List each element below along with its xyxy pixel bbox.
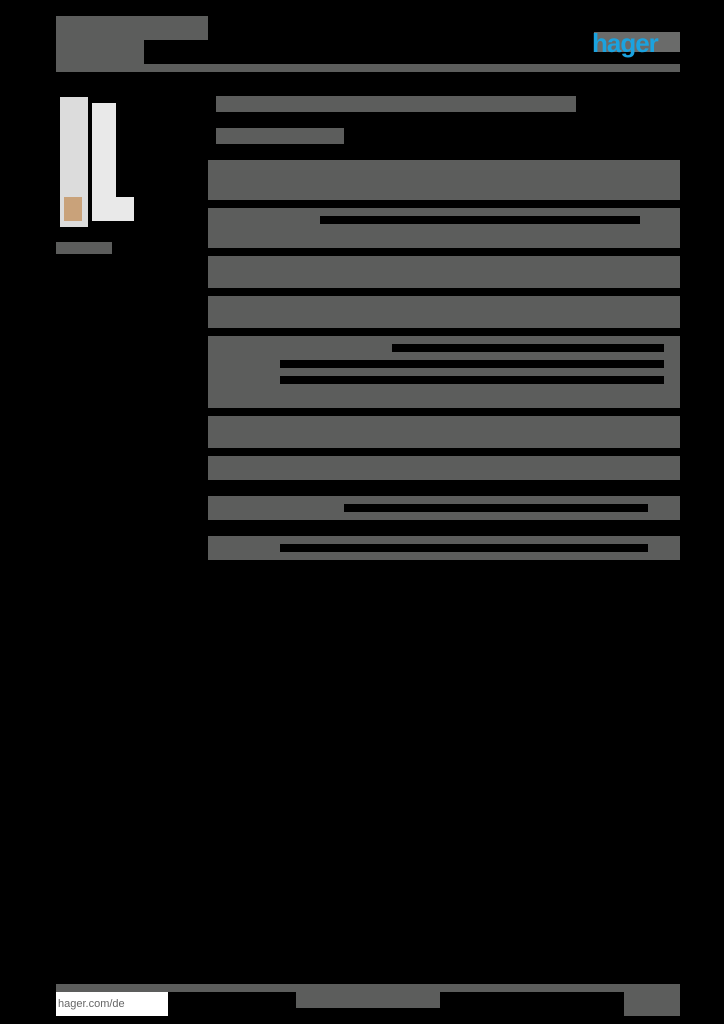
footer-rule	[56, 984, 680, 992]
product-image	[60, 97, 136, 237]
footer-url[interactable]: hager.com/de	[56, 992, 168, 1016]
product-caption-block	[56, 242, 112, 254]
spec-section-3	[208, 296, 680, 328]
header-subtitle-block	[56, 40, 144, 66]
footer-center-block	[296, 992, 440, 1008]
page-title-block	[216, 96, 576, 112]
spec-section-1b	[208, 208, 680, 248]
header-rule	[56, 64, 680, 72]
brand-logo: hager	[592, 28, 659, 58]
spec-section-6	[208, 456, 680, 480]
header-title-block	[56, 16, 208, 40]
logo-shadow	[594, 32, 680, 52]
spec-section-1	[208, 160, 680, 200]
subtitle-block	[216, 128, 344, 144]
spec-section-5	[208, 416, 680, 448]
spec-section-2	[208, 256, 680, 288]
footer-page-block	[624, 992, 680, 1016]
